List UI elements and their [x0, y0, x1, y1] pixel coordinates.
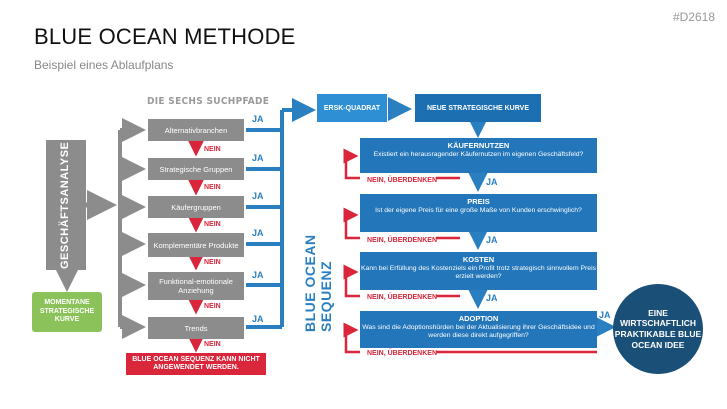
yes-right-2: JA [486, 235, 498, 245]
no-label-1: NEIN [204, 146, 221, 153]
yes-right-1: JA [486, 177, 498, 187]
step-text: Was sind die Adoptionshürden bei der Akt… [362, 324, 595, 340]
business-analysis-box: GESCHÄFTSANALYSE [46, 140, 86, 270]
rethink-label-1: NEIN, ÜBERDENKEN [367, 177, 438, 184]
step-text: Existiert ein herausragender Käufernutze… [373, 151, 584, 158]
yes-label-2: JA [252, 153, 264, 163]
step-text: Ist der eigene Preis für eine große Maße… [375, 207, 582, 214]
yes-label-5: JA [252, 270, 264, 280]
yes-label-4: JA [252, 228, 264, 238]
no-label-5: NEIN [204, 303, 221, 310]
path-box-1: Alternativbranchen [148, 119, 244, 141]
cannot-apply-box: BLUE OCEAN SEQUENZ KANN NICHT ANGEWENDET… [126, 353, 266, 375]
path-box-6: Trends [148, 317, 244, 339]
path-box-4: Komplementäre Produkte [148, 233, 244, 257]
step-price: PREIS Ist der eigene Preis für eine groß… [360, 194, 597, 232]
rethink-label-4: NEIN, ÜBERDENKEN [367, 350, 438, 357]
page-title: BLUE OCEAN METHODE [34, 24, 296, 49]
yes-label-1: JA [252, 114, 264, 124]
yes-right-3: JA [486, 293, 498, 303]
step-text: Kann bei Erfüllung des Kostenziels ein P… [361, 265, 596, 281]
page-subtitle: Beispiel eines Ablaufplans [34, 58, 174, 72]
no-label-2: NEIN [204, 184, 221, 191]
rethink-label-3: NEIN, ÜBERDENKEN [367, 294, 438, 301]
product-code: #D2618 [672, 10, 715, 24]
no-label-3: NEIN [204, 221, 221, 228]
six-paths-label: DIE SECHS SUCHPFADE [147, 96, 270, 107]
yes-label-6: JA [252, 314, 264, 324]
errc-grid-box: ERSK-QUADRAT [317, 94, 387, 122]
step-cost: KOSTEN Kann bei Erfüllung des Kostenziel… [360, 252, 597, 290]
path-box-3: Käufergruppen [148, 196, 244, 218]
step-buyer-utility: KÄUFERNUTZEN Existiert ein herausragende… [360, 138, 597, 173]
business-analysis-label: GESCHÄFTSANALYSE [59, 141, 72, 269]
yes-label-3: JA [252, 191, 264, 201]
no-label-6: NEIN [204, 341, 221, 348]
current-strategic-curve-box: MOMENTANE STRATEGISCHE KURVE [32, 292, 102, 332]
blue-ocean-sequence-label: BLUE OCEAN SEQUENZ [302, 234, 334, 332]
rethink-label-2: NEIN, ÜBERDENKEN [367, 237, 438, 244]
yes-right-4: JA [599, 310, 611, 320]
path-box-5: Funktional-emotionale Anziehung [148, 272, 244, 300]
step-heading: KÄUFERNUTZEN [447, 141, 510, 150]
step-heading: ADOPTION [458, 314, 499, 323]
step-heading: PREIS [467, 197, 490, 206]
step-heading: KOSTEN [462, 255, 495, 264]
step-adoption: ADOPTION Was sind die Adoptionshürden be… [360, 311, 597, 348]
new-strategic-curve-box: NEUE STRATEGISCHE KURVE [415, 94, 541, 122]
no-label-4: NEIN [204, 259, 221, 266]
result-circle: EINE WIRTSCHAFTLICH PRAKTIKABLE BLUE OCE… [613, 284, 703, 374]
path-box-2: Strategische Gruppen [148, 158, 244, 180]
